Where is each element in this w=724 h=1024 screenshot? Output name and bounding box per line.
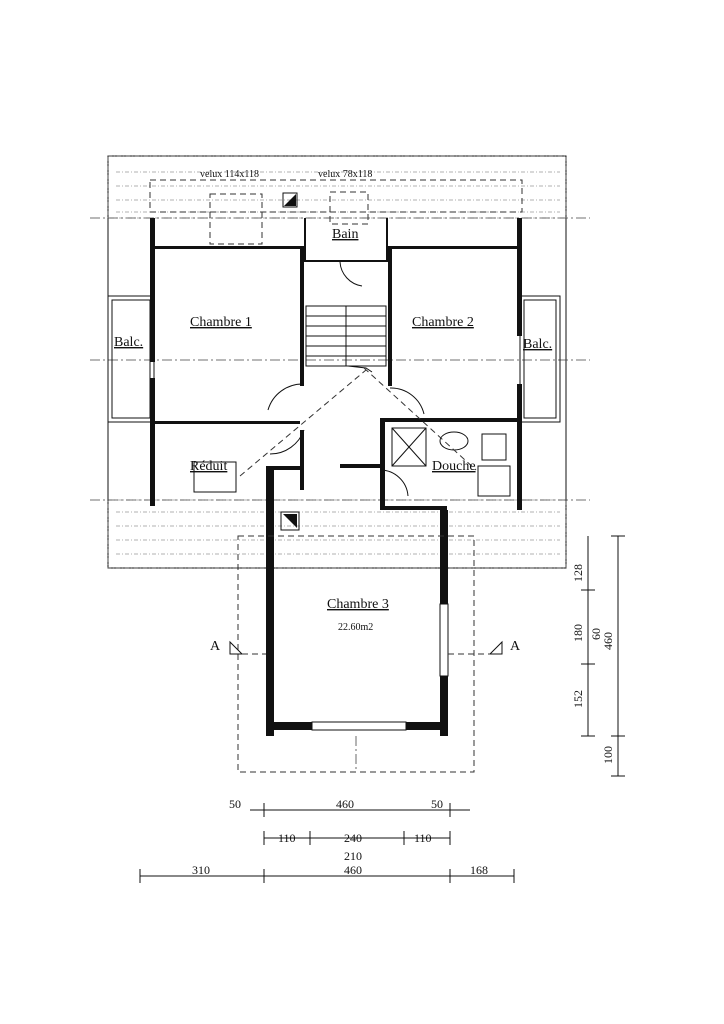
dim-row1-right: 50 bbox=[431, 797, 443, 811]
dim-vertical-60: 60 bbox=[589, 628, 603, 640]
section-markers bbox=[229, 640, 503, 655]
section-label-right: A bbox=[510, 639, 521, 654]
roof-outline bbox=[90, 155, 590, 569]
room-area-chambre-3: 22.60m2 bbox=[338, 622, 373, 633]
dim-row2-mid: 240 bbox=[344, 831, 362, 845]
dim-row2-left: 110 bbox=[278, 831, 296, 845]
velux-label-2: velux 78x118 bbox=[318, 169, 372, 180]
room-label-chambre-2: Chambre 2 bbox=[412, 315, 474, 330]
room-label-chambre-3: Chambre 3 bbox=[327, 597, 389, 612]
room-label-chambre-1: Chambre 1 bbox=[190, 315, 252, 330]
velux-label-1: velux 114x118 bbox=[200, 169, 259, 180]
chimney bbox=[280, 511, 300, 531]
dim-row1-mid: 460 bbox=[336, 797, 354, 811]
dim-row3-left: 310 bbox=[192, 863, 210, 877]
dim-row2-right: 110 bbox=[414, 831, 432, 845]
dim-row1-left: 50 bbox=[229, 797, 241, 811]
velux-windows bbox=[149, 179, 523, 245]
dim-vertical-460: 460 bbox=[601, 632, 615, 650]
room-label-balcony-left: Balc. bbox=[114, 335, 143, 350]
doors bbox=[267, 261, 425, 497]
shower-fixtures bbox=[193, 427, 511, 497]
room-label-douche: Douche bbox=[432, 459, 476, 474]
walls bbox=[150, 218, 522, 736]
balconies bbox=[107, 295, 561, 423]
section-label-left: A bbox=[210, 639, 221, 654]
room-label-bain: Bain bbox=[332, 227, 358, 242]
dim-vertical-100: 100 bbox=[601, 746, 615, 764]
dimension-lines bbox=[139, 535, 625, 883]
staircase bbox=[305, 305, 387, 373]
room-label-balcony-right: Balc. bbox=[523, 337, 552, 352]
dim-row2-sub: 210 bbox=[344, 849, 362, 863]
dim-row3-right: 168 bbox=[470, 863, 488, 877]
chambre-3-window bbox=[311, 603, 449, 731]
room-label-reduit: Réduit bbox=[190, 459, 227, 474]
dim-vertical-180: 180 bbox=[571, 624, 585, 642]
dim-vertical-152: 152 bbox=[571, 690, 585, 708]
dim-vertical-128: 128 bbox=[571, 564, 585, 582]
dim-row3-mid: 460 bbox=[344, 863, 362, 877]
